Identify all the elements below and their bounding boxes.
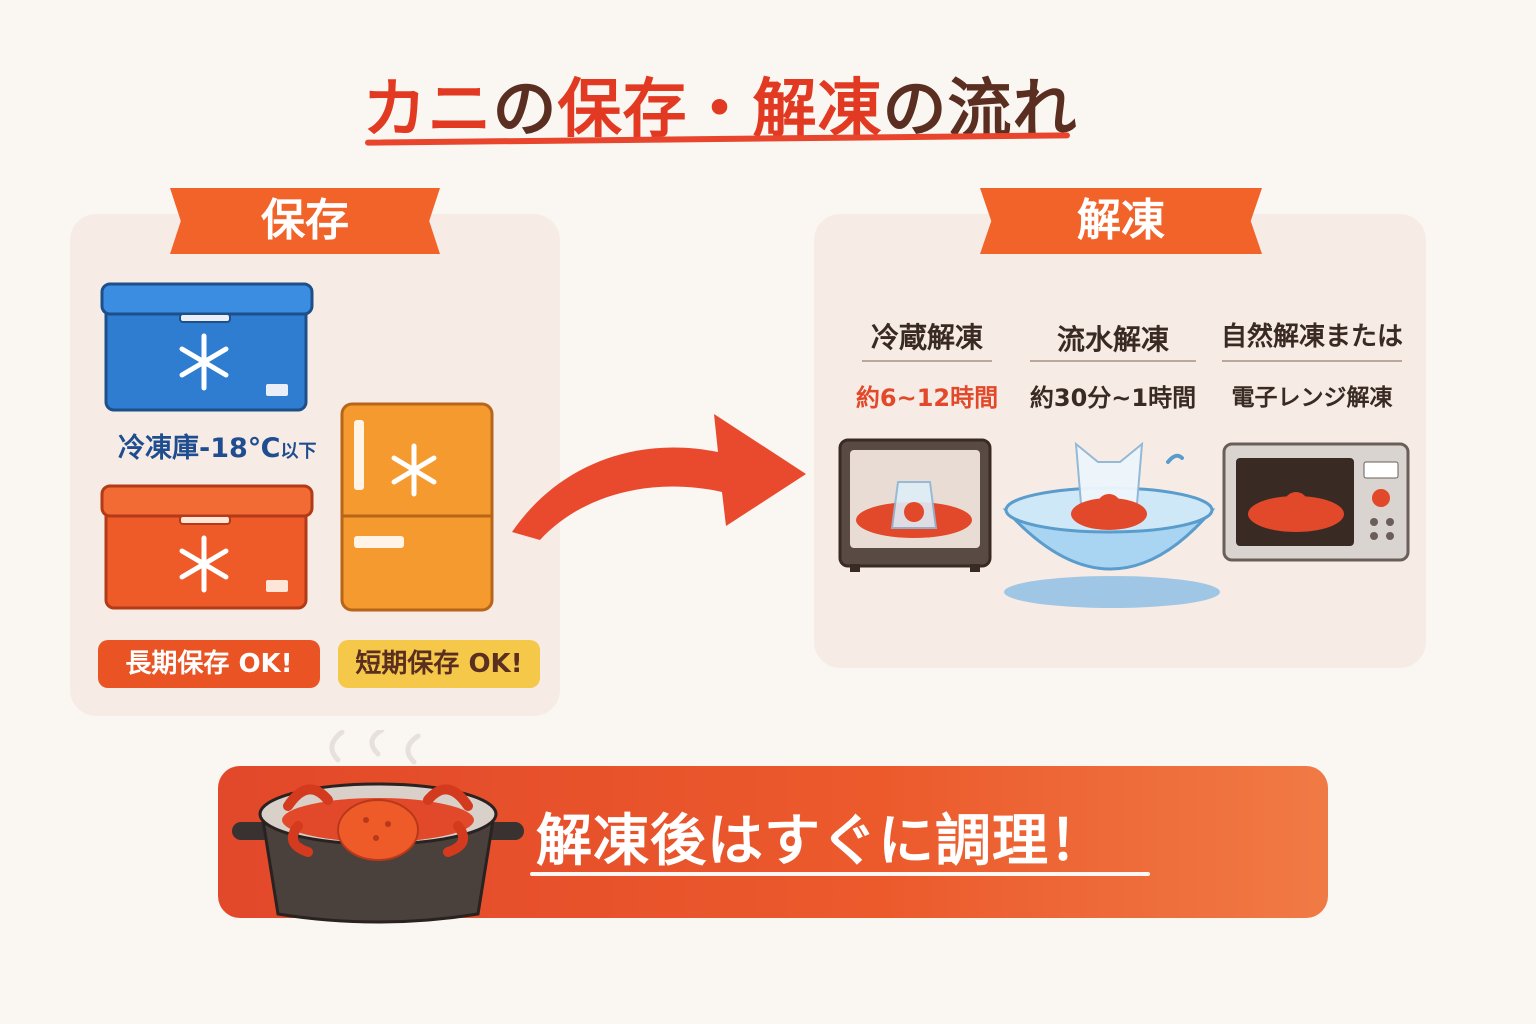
method-natural-rule: [1222, 360, 1402, 362]
blue-chest-freezer: [100, 282, 314, 412]
storage-ribbon: 保存: [170, 188, 440, 254]
method-fridge-rule: [862, 360, 992, 362]
method-natural-time: 電子レンジ解凍: [1231, 385, 1393, 411]
orange-chest-freezer: [100, 484, 314, 610]
microwave-illustration: [1222, 442, 1410, 562]
title-crab: カニ: [362, 73, 493, 147]
title-particle: の: [492, 73, 558, 147]
method-natural-name: 自然解凍または: [1220, 322, 1403, 352]
pot-crab-illustration: [232, 730, 524, 924]
short-term-badge: 短期保存 OK!: [338, 640, 540, 688]
method-water-rule: [1030, 360, 1196, 362]
fridge-thaw-illustration: [838, 438, 992, 572]
snowflake-icon: [179, 535, 229, 593]
refrigerator: [340, 402, 494, 612]
banner-underline: [530, 872, 1150, 876]
method-water-time: 約30分~1時間: [1029, 384, 1197, 412]
method-fridge-name: 冷蔵解凍: [870, 321, 983, 354]
banner-message: 解凍後はすぐに調理！: [536, 809, 1106, 874]
water-bowl-illustration: [1002, 441, 1220, 608]
freezer-temp-label: 冷凍庫-18℃以下: [118, 426, 316, 465]
snowflake-icon: [179, 333, 229, 391]
method-fridge-time: 約6~12時間: [855, 384, 999, 412]
freezer-temp-suffix: 以下: [280, 441, 317, 462]
snowflake-icon: [391, 443, 437, 497]
method-water-name: 流水解凍: [1056, 323, 1169, 356]
thaw-ribbon: 解凍: [980, 188, 1262, 254]
flow-arrow-icon: [512, 414, 806, 540]
freezer-temp-text: 冷凍庫-18℃: [118, 433, 281, 464]
long-term-badge: 長期保存 OK!: [98, 640, 320, 688]
